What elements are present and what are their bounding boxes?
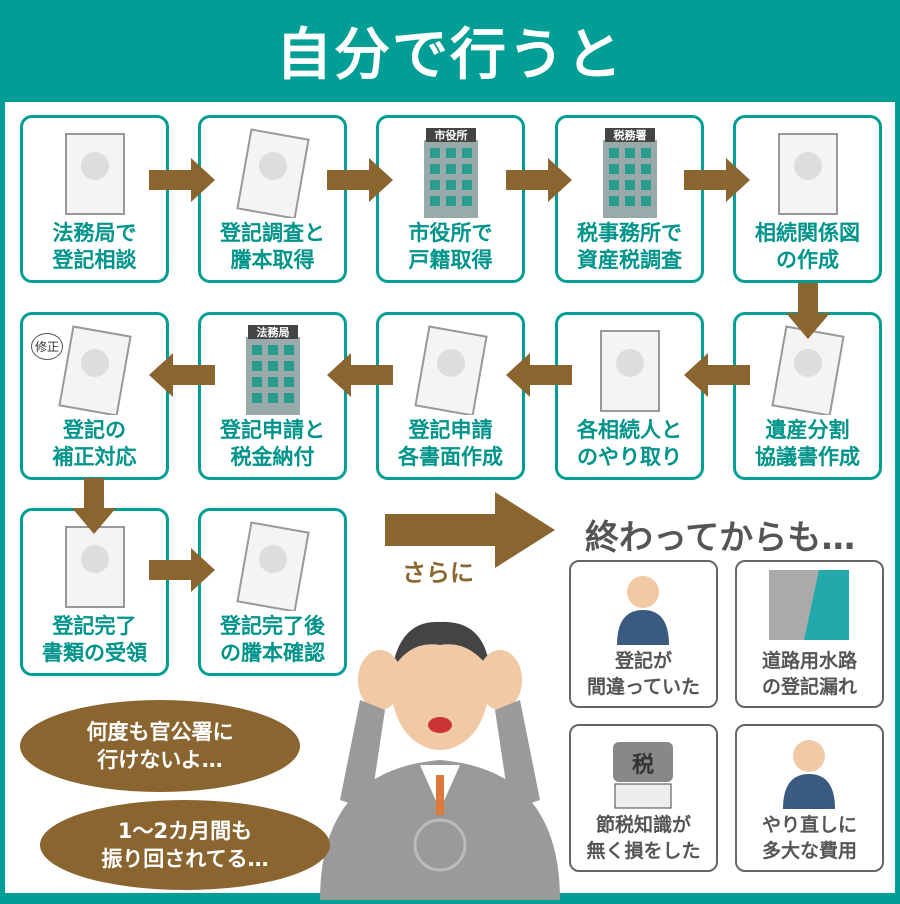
bubble-text: 1～2カ月間も <box>117 819 253 843</box>
arrow-d-icon <box>786 283 830 343</box>
tax-office-icon: 税務署 <box>583 126 677 218</box>
step-label: の作成 <box>776 248 839 272</box>
agreement-document-icon <box>761 323 855 417</box>
svg-text:法務局: 法務局 <box>257 325 290 339</box>
arrow-r-icon <box>684 158 750 206</box>
step-label: のやり取り <box>577 445 682 469</box>
laptop-worker-icon <box>404 323 498 417</box>
step-label: 登記調査と <box>220 221 325 245</box>
step-label: 協議書作成 <box>755 445 860 469</box>
step-box: 遺産分割協議書作成 <box>733 312 882 480</box>
speech-bubble: 1～2カ月間も振り回されてる… <box>40 800 330 890</box>
issue-label: 多大な費用 <box>761 840 857 862</box>
step-label: 登記申請と <box>220 418 325 442</box>
consultation-icon <box>48 126 142 218</box>
tax-weight-house-icon: 税 <box>603 734 683 809</box>
step-label: 登記の <box>63 418 126 442</box>
step-label: 遺産分割 <box>765 418 850 442</box>
family-meeting-icon <box>583 323 677 415</box>
step-box: 相続関係図の作成 <box>733 115 882 283</box>
arrow-l-icon <box>149 353 215 401</box>
step-label: 登記申請 <box>408 418 493 442</box>
step-label: 補正対応 <box>52 445 137 469</box>
correction-tag: 修正 <box>31 333 64 360</box>
bubble-text: 行けないよ… <box>97 748 223 772</box>
arrow-l-icon <box>506 353 572 401</box>
svg-text:市役所: 市役所 <box>435 128 468 142</box>
money-worry-icon <box>769 734 849 809</box>
issue-label: 間違っていた <box>586 676 701 698</box>
arrow-r-icon <box>506 158 572 206</box>
step-label: 市役所で <box>408 221 493 245</box>
issue-label: 無く損をした <box>586 840 701 862</box>
step-label: 戸籍取得 <box>408 248 493 272</box>
worried-man-icon <box>603 570 683 645</box>
step-box: 登記完了書類の受領 <box>20 508 169 676</box>
city-hall-icon: 市役所 <box>404 126 498 218</box>
step-label: 登記相談 <box>52 248 137 272</box>
step-label: 登記完了後 <box>220 614 325 638</box>
arrow-d-icon <box>72 478 116 538</box>
registry-document-icon <box>226 519 320 613</box>
arrow-l-icon <box>327 353 393 401</box>
legal-bureau-icon: 法務局 <box>226 323 320 415</box>
step-box: 市役所市役所で戸籍取得 <box>376 115 525 283</box>
after-issue-box: 登記が間違っていた <box>569 560 718 708</box>
issue-label: 節税知識が <box>595 814 691 836</box>
bubble-text: 何度も官公署に <box>86 720 234 744</box>
step-box: 登記申請各書面作成 <box>376 312 525 480</box>
road-waterway-icon <box>769 570 849 645</box>
certificate-document-icon <box>226 126 320 220</box>
stressed-man-illustration <box>300 600 580 900</box>
document-receipt-icon <box>48 519 142 611</box>
step-label: 相続関係図 <box>755 221 860 245</box>
step-box: 登記完了後の謄本確認 <box>198 508 347 676</box>
step-box: 法務局登記申請と税金納付 <box>198 312 347 480</box>
svg-text:税: 税 <box>632 752 654 778</box>
arrow-r-icon <box>149 548 215 596</box>
step-box: 登記の補正対応 修正 <box>20 312 169 480</box>
step-label: 法務局で <box>52 221 137 245</box>
after-issue-box: 道路用水路の登記漏れ <box>735 560 884 708</box>
arrow-r-icon <box>327 158 393 206</box>
step-box: 税務署税事務所で資産税調査 <box>555 115 704 283</box>
step-label: の謄本確認 <box>220 641 325 665</box>
family-tree-chart-icon <box>761 126 855 218</box>
speech-bubble: 何度も官公署に行けないよ… <box>20 700 300 792</box>
correction-worker-icon <box>48 323 142 417</box>
big-arrow-icon <box>385 490 557 574</box>
step-label: 税事務所で <box>577 221 682 245</box>
page-title: 自分で行うと <box>276 22 624 88</box>
issue-label: やり直しに <box>761 814 857 836</box>
arrow-r-icon <box>149 158 215 206</box>
step-label: 資産税調査 <box>577 248 682 272</box>
issue-label: 登記が <box>614 650 672 672</box>
more-label: さらに <box>402 559 474 587</box>
step-box: 登記調査と謄本取得 <box>198 115 347 283</box>
bubble-text: 振り回されてる… <box>101 847 269 871</box>
step-box: 法務局で登記相談 <box>20 115 169 283</box>
issue-label: の登記漏れ <box>761 676 857 698</box>
step-label: 税金納付 <box>230 445 315 469</box>
step-label: 各書面作成 <box>398 445 503 469</box>
step-label: 各相続人と <box>577 418 682 442</box>
svg-text:税務署: 税務署 <box>614 128 647 142</box>
step-label: 書類の受領 <box>42 641 147 665</box>
after-issue-box: 税節税知識が無く損をした <box>569 724 718 872</box>
header: 自分で行うと <box>0 0 900 100</box>
issue-label: 道路用水路 <box>761 650 857 672</box>
step-label: 謄本取得 <box>230 248 315 272</box>
after-issue-box: やり直しに多大な費用 <box>735 724 884 872</box>
after-heading: 終わってからも… <box>585 518 856 558</box>
step-label: 登記完了 <box>52 614 137 638</box>
step-box: 各相続人とのやり取り <box>555 312 704 480</box>
arrow-l-icon <box>684 353 750 401</box>
